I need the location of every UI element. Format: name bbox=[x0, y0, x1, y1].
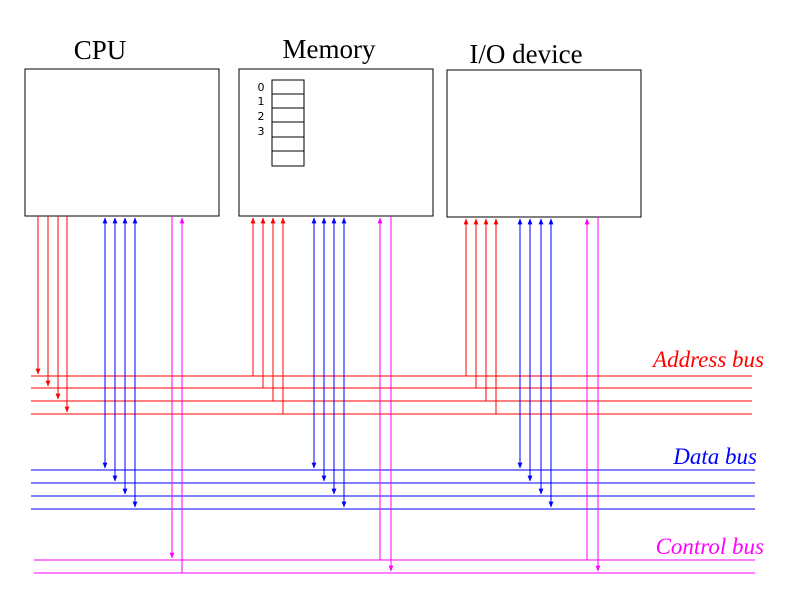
memory-index-3: 3 bbox=[258, 125, 265, 138]
memory-index-1: 1 bbox=[258, 95, 265, 108]
memory-address-lines bbox=[250, 217, 286, 414]
data-bus-lines bbox=[31, 469, 755, 510]
memory-data-lines bbox=[311, 217, 347, 508]
memory-index-2: 2 bbox=[258, 110, 265, 123]
memory-index-0: 0 bbox=[258, 81, 265, 94]
data-bus-label: Data bus bbox=[672, 444, 757, 469]
cpu-data-lines bbox=[102, 217, 138, 508]
memory-cells bbox=[271, 79, 305, 167]
cpu-title: CPU bbox=[74, 35, 127, 65]
io-data-lines bbox=[517, 218, 554, 508]
memory-title: Memory bbox=[283, 34, 376, 64]
control-bus-lines bbox=[34, 559, 755, 574]
memory-control-lines bbox=[377, 216, 394, 572]
control-bus-label: Control bus bbox=[656, 534, 764, 559]
io-device-box bbox=[446, 69, 642, 218]
io-address-lines bbox=[463, 218, 499, 414]
cpu-box bbox=[24, 68, 220, 217]
cpu-address-lines bbox=[35, 216, 70, 413]
io-device-title: I/O device bbox=[469, 39, 582, 69]
io-control-lines bbox=[584, 217, 601, 572]
memory-box bbox=[238, 68, 434, 217]
address-bus-label: Address bus bbox=[651, 347, 764, 372]
cpu-control-lines bbox=[169, 216, 185, 573]
